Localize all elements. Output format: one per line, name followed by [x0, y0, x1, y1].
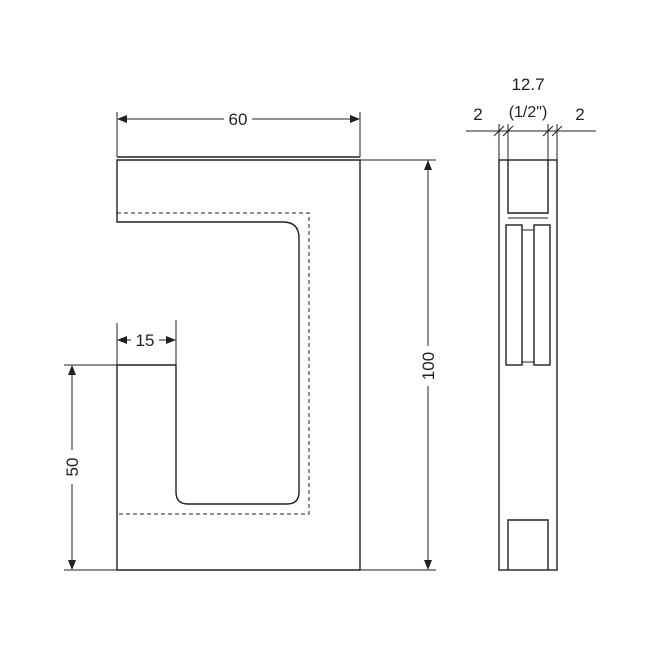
dimension-100: 100 — [360, 159, 438, 571]
front-view: 60 100 15 50 — [63, 110, 438, 571]
hidden-line — [117, 212, 310, 515]
label-15: 15 — [136, 331, 155, 350]
label-100: 100 — [419, 352, 438, 380]
label-60: 60 — [229, 110, 248, 129]
hook-outline — [116, 159, 361, 571]
side-view: 2 2 12.7 (1/2") — [466, 75, 596, 571]
label-50: 50 — [63, 458, 82, 477]
dimension-60: 60 — [116, 110, 361, 157]
label-wall-left: 2 — [473, 105, 482, 124]
top-slot — [507, 160, 549, 214]
label-gap-imperial: (1/2") — [509, 104, 548, 121]
dimension-15: 15 — [116, 320, 177, 365]
middle-channel-left — [505, 224, 523, 366]
middle-channel-right — [533, 224, 551, 366]
side-outer — [498, 159, 558, 571]
label-wall-right: 2 — [575, 105, 584, 124]
label-gap-metric: 12.7 — [511, 75, 544, 94]
dimension-50: 50 — [63, 364, 117, 571]
bottom-slot — [507, 519, 549, 570]
